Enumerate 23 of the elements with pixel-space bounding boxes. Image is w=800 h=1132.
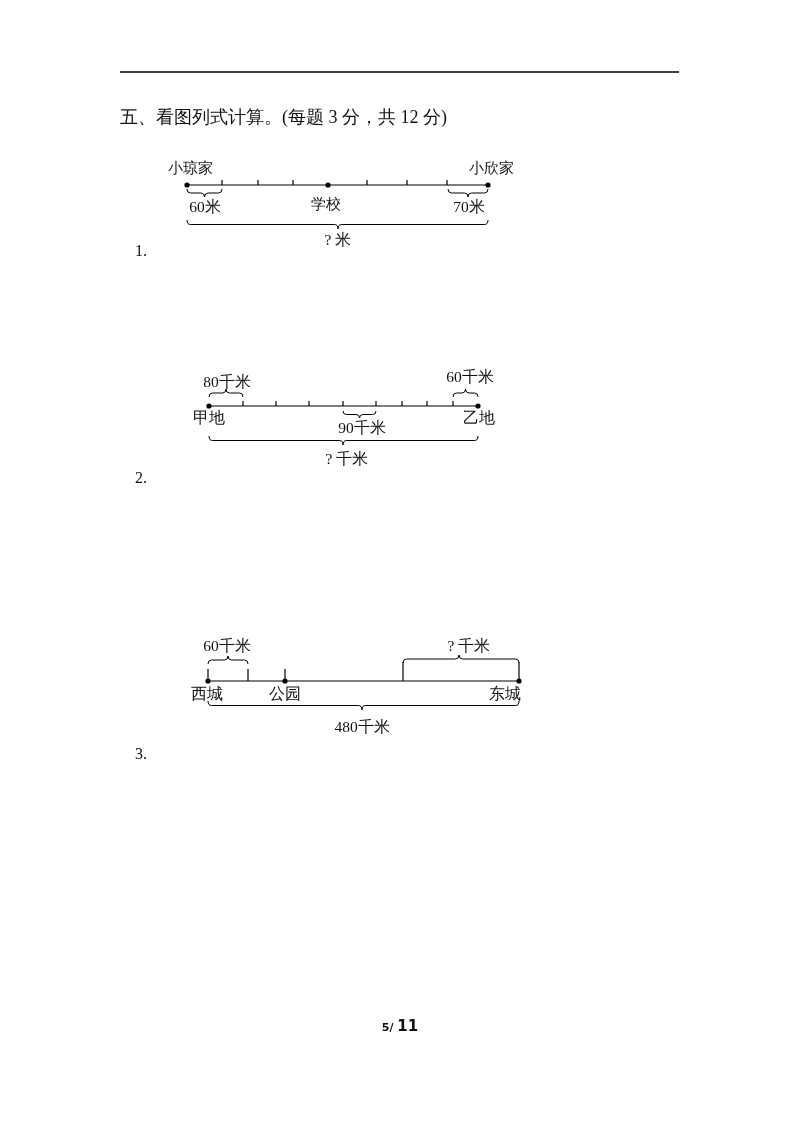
point-label: 学校 xyxy=(311,195,341,213)
page-number: 5/ 11 xyxy=(381,1017,419,1035)
distance-label: ? 米 xyxy=(324,231,352,249)
point-label: 西城 xyxy=(191,685,223,703)
distance-label: 90千米 xyxy=(338,419,386,437)
distance-label: 80千米 xyxy=(203,373,251,391)
question-number: 3. xyxy=(135,745,147,763)
distance-label: ? 千米 xyxy=(447,637,491,655)
point-label: 东城 xyxy=(489,685,521,703)
point-label: 小欣家 xyxy=(468,159,514,177)
distance-label: 60米 xyxy=(189,198,221,216)
distance-label: ? 千米 xyxy=(325,450,369,468)
distance-label: 60千米 xyxy=(203,637,251,655)
distance-label: 60千米 xyxy=(446,368,494,386)
question-number: 2. xyxy=(135,469,147,487)
point-label: 小琼家 xyxy=(167,159,213,177)
question-number: 1. xyxy=(135,242,147,260)
distance-label: 480千米 xyxy=(334,718,390,736)
heading: 五、看图列式计算。(每题 3 分，共 12 分) xyxy=(120,108,447,128)
point-label: 公园 xyxy=(269,685,301,703)
distance-label: 70米 xyxy=(453,198,485,216)
point-label: 乙地 xyxy=(463,409,495,427)
point-label: 甲地 xyxy=(193,409,225,427)
